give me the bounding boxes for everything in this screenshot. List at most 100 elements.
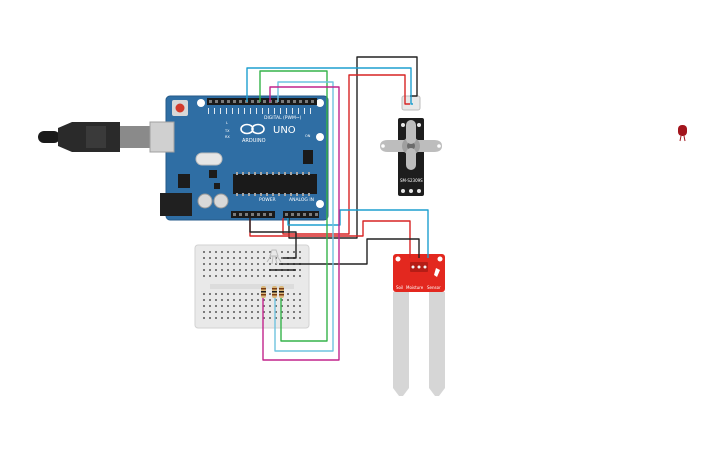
wire-green-led[interactable] xyxy=(259,70,328,342)
breadboard-hole xyxy=(299,257,301,259)
breadboard-hole xyxy=(209,257,211,259)
wire-black-sensor-gnd[interactable] xyxy=(279,238,420,265)
breadboard-hole xyxy=(203,299,205,301)
servo-model-label: SM-S2309S xyxy=(400,178,423,183)
breadboard-hole xyxy=(215,311,217,313)
breadboard-hole xyxy=(221,311,223,313)
breadboard-hole xyxy=(251,269,253,271)
mounting-hole xyxy=(197,99,205,107)
breadboard-hole xyxy=(281,305,283,307)
capacitor xyxy=(197,193,213,209)
breadboard-hole xyxy=(257,293,259,295)
breadboard-hole xyxy=(293,299,295,301)
breadboard-hole xyxy=(209,269,211,271)
resistor[interactable] xyxy=(279,286,284,298)
breadboard-hole xyxy=(299,305,301,307)
wire-cyan-servo-signal[interactable] xyxy=(246,67,413,105)
digital-header xyxy=(207,98,317,105)
breadboard-hole xyxy=(227,317,229,319)
breadboard-hole xyxy=(245,293,247,295)
breadboard-hole xyxy=(245,275,247,277)
wire-cyan-sensor-signal[interactable] xyxy=(287,209,429,258)
breadboard-hole xyxy=(293,251,295,253)
crystal xyxy=(195,152,223,166)
breadboard-hole xyxy=(263,269,265,271)
breadboard-hole xyxy=(233,257,235,259)
rgb-led[interactable] xyxy=(266,249,282,265)
breadboard-hole xyxy=(251,293,253,295)
breadboard-hole xyxy=(245,305,247,307)
atmega-chip xyxy=(233,174,317,194)
breadboard-hole xyxy=(293,311,295,313)
wire-black-breadboard-gnd[interactable] xyxy=(249,218,297,259)
sensor-label-moisture: Moisture xyxy=(406,285,424,290)
breadboard-hole xyxy=(269,251,271,253)
breadboard-hole xyxy=(227,269,229,271)
wire-magenta-led[interactable] xyxy=(262,86,340,361)
breadboard-hole xyxy=(263,305,265,307)
breadboard-hole xyxy=(245,257,247,259)
breadboard-hole xyxy=(287,311,289,313)
resistor[interactable] xyxy=(261,286,266,298)
breadboard-hole xyxy=(233,299,235,301)
wire-red-servo-vcc[interactable] xyxy=(282,74,410,235)
breadboard-hole xyxy=(287,317,289,319)
breadboard-hole xyxy=(269,275,271,277)
breadboard-hole xyxy=(239,251,241,253)
breadboard-hole xyxy=(281,317,283,319)
mounting-hole xyxy=(316,99,324,107)
breadboard-hole xyxy=(287,299,289,301)
resistor[interactable] xyxy=(272,286,277,298)
soil-moisture-sensor[interactable]: Soil Moisture Sensor xyxy=(393,254,445,396)
breadboard-hole xyxy=(251,299,253,301)
breadboard-hole xyxy=(245,299,247,301)
breadboard-hole xyxy=(221,317,223,319)
capacitor xyxy=(213,193,229,209)
breadboard-hole xyxy=(227,305,229,307)
breadboard-hole xyxy=(299,317,301,319)
breadboard-hole xyxy=(257,275,259,277)
breadboard-hole xyxy=(227,263,229,265)
breadboard-hole xyxy=(245,311,247,313)
breadboard-hole xyxy=(281,275,283,277)
breadboard-hole xyxy=(209,293,211,295)
breadboard-hole xyxy=(203,257,205,259)
breadboard-hole xyxy=(221,275,223,277)
breadboard-hole xyxy=(203,263,205,265)
breadboard-hole xyxy=(269,317,271,319)
icsp-header xyxy=(303,150,313,164)
breadboard-hole xyxy=(275,299,277,301)
breadboard-hole xyxy=(269,293,271,295)
breadboard-hole xyxy=(245,269,247,271)
breadboard-hole xyxy=(215,251,217,253)
breadboard-hole xyxy=(257,317,259,319)
breadboard-hole xyxy=(275,275,277,277)
breadboard-hole xyxy=(251,263,253,265)
breadboard-hole xyxy=(275,317,277,319)
breadboard-hole xyxy=(233,263,235,265)
breadboard-hole xyxy=(257,305,259,307)
breadboard-hole xyxy=(203,293,205,295)
breadboard-hole xyxy=(251,251,253,253)
arduino-logo xyxy=(240,123,265,135)
breadboard-hole xyxy=(203,311,205,313)
breadboard-hole xyxy=(203,269,205,271)
mounting-hole xyxy=(316,133,324,141)
micro-servo[interactable]: SM-S2309S xyxy=(380,95,442,196)
red-led[interactable] xyxy=(678,125,687,142)
smd-chip xyxy=(214,183,220,189)
on-label: ON xyxy=(305,134,311,138)
arduino-uno-board[interactable]: DIGITAL (PWM~) ARDUINO UNO TX RX ON L xyxy=(149,95,329,221)
wire-lightblue-led[interactable] xyxy=(274,81,334,352)
wire-red-sensor-vcc[interactable] xyxy=(249,218,411,258)
breadboard-hole xyxy=(293,275,295,277)
breadboard-hole xyxy=(215,317,217,319)
wire-black-servo-gnd[interactable] xyxy=(288,56,418,239)
breadboard-hole xyxy=(209,311,211,313)
breadboard-hole xyxy=(221,251,223,253)
voltage-regulator xyxy=(178,174,190,188)
breadboard-hole xyxy=(245,263,247,265)
breadboard-hole xyxy=(221,293,223,295)
breadboard-hole xyxy=(221,299,223,301)
breadboard-hole xyxy=(257,251,259,253)
